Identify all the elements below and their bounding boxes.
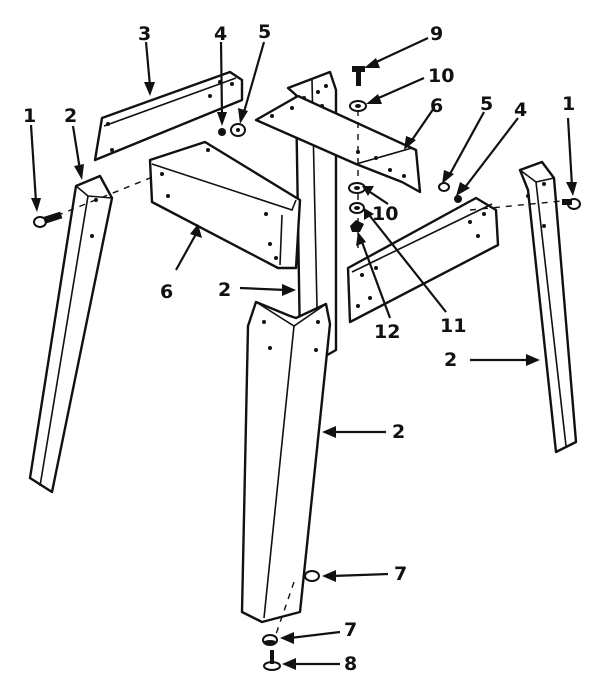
washer-part-5-right — [438, 182, 450, 192]
callout-labels: 1 2 3 4 5 9 10 6 5 4 1 10 6 2 12 11 2 2 … — [23, 21, 575, 675]
apron-part-6-right — [346, 196, 500, 324]
nut-part-12 — [350, 220, 364, 232]
cap-part-7-lower — [262, 634, 278, 646]
bolt-part-1-right — [562, 198, 581, 210]
washer-part-5-left — [230, 123, 246, 137]
washer-part-10-top — [349, 100, 367, 112]
nut-part-4-right — [454, 195, 462, 203]
lockwasher-part-11 — [349, 202, 365, 214]
callout-4-right: 4 — [514, 99, 527, 121]
callout-10-top: 10 — [428, 65, 454, 87]
apron-part-3 — [93, 70, 244, 162]
apron-part-6-top — [254, 94, 422, 194]
bolt-part-1-left — [33, 211, 63, 228]
callout-4-left: 4 — [214, 23, 227, 45]
callout-11: 11 — [440, 315, 466, 337]
cap-part-7-upper — [304, 570, 320, 582]
washer-part-10-mid — [348, 182, 366, 194]
leveler-part-8 — [263, 650, 281, 671]
apron-part-6-left — [148, 140, 302, 270]
bolt-part-9 — [352, 66, 365, 86]
callout-6-top: 6 — [430, 95, 443, 117]
assembly-lines — [45, 110, 573, 641]
callout-7-upper: 7 — [394, 563, 407, 585]
callout-2-front: 2 — [392, 421, 405, 443]
leader-lines — [29, 37, 577, 670]
callout-6-left: 6 — [160, 281, 173, 303]
callout-5-left: 5 — [258, 21, 271, 43]
callout-7-lower: 7 — [344, 619, 357, 641]
nut-part-4-left — [218, 128, 226, 136]
callout-2-left: 2 — [64, 105, 77, 127]
callout-3: 3 — [138, 23, 151, 45]
right-leg — [518, 160, 578, 454]
callout-5-right: 5 — [480, 93, 493, 115]
callout-9: 9 — [430, 23, 443, 45]
callout-1-right: 1 — [562, 93, 575, 115]
callout-12: 12 — [374, 321, 400, 343]
callout-2-right: 2 — [444, 349, 457, 371]
callout-10-mid: 10 — [372, 203, 398, 225]
left-leg — [28, 174, 114, 494]
callout-8: 8 — [344, 653, 357, 675]
front-leg — [240, 300, 332, 624]
callout-1-left: 1 — [23, 105, 36, 127]
hardware — [33, 66, 581, 671]
callout-2-center: 2 — [218, 279, 231, 301]
